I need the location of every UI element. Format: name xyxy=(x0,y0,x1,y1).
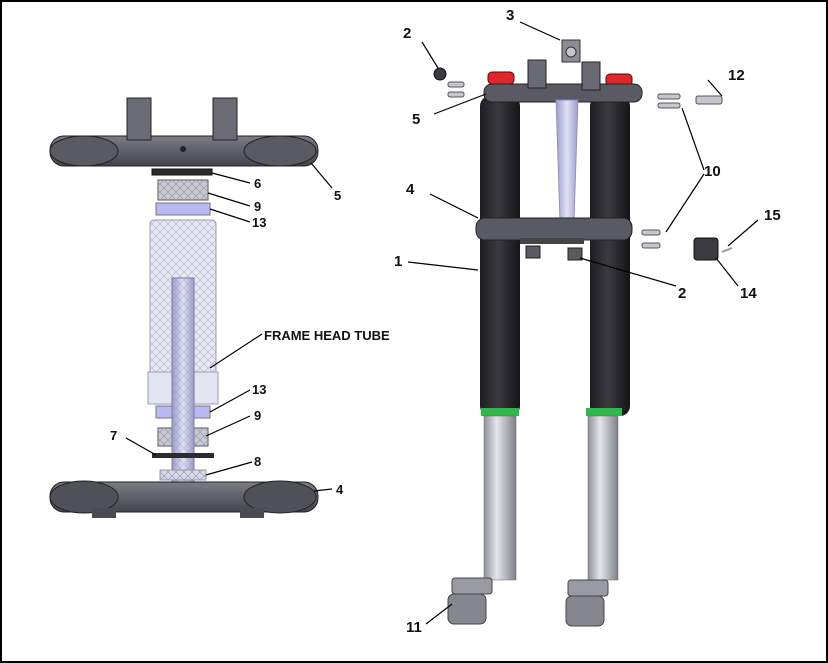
fork-leg-left xyxy=(480,96,520,581)
lower-triple-clamp-assembled xyxy=(475,217,633,244)
fork-leg-right xyxy=(586,96,630,581)
callout-1: 1 xyxy=(394,253,402,270)
bolts-lower-clamp xyxy=(641,229,661,249)
nut-2-top xyxy=(433,67,447,81)
callout-10: 10 xyxy=(704,163,721,180)
steering-stem xyxy=(171,277,195,489)
pinch-nuts-2-lower xyxy=(525,245,583,261)
callout-12: 12 xyxy=(728,67,745,84)
fork-cap-red-left xyxy=(487,71,515,85)
callout-13-upper: 13 xyxy=(252,215,266,230)
callout-9-lower: 9 xyxy=(254,408,261,423)
upper-bearing-9 xyxy=(157,179,209,201)
lower-triple-clamp-exploded xyxy=(49,480,319,518)
stem-nut-3 xyxy=(561,39,581,63)
lower-seal-8 xyxy=(159,469,207,481)
callout-2-top: 2 xyxy=(403,25,411,42)
bolt-12 xyxy=(695,95,723,105)
axle-clamp-11-left xyxy=(447,577,493,625)
clip-14 xyxy=(693,237,719,261)
callout-labels: 5 6 9 13 FRAME HEAD TUBE 13 9 7 8 4 2 3 … xyxy=(110,7,781,636)
callout-6: 6 xyxy=(254,176,261,191)
upper-triple-clamp-assembled xyxy=(483,59,643,103)
screw-15 xyxy=(721,247,733,253)
callout-2-lower: 2 xyxy=(678,285,686,302)
leader-lines xyxy=(125,21,759,625)
callout-5-right: 5 xyxy=(412,111,420,128)
callout-14: 14 xyxy=(740,285,757,302)
upper-race-13 xyxy=(155,202,211,216)
upper-triple-clamp-exploded xyxy=(49,97,319,167)
callout-5-left: 5 xyxy=(334,188,341,203)
callout-13-lower: 13 xyxy=(252,382,266,397)
callout-8: 8 xyxy=(254,454,261,469)
bearing-seal-6 xyxy=(151,168,213,176)
callout-7: 7 xyxy=(110,428,117,443)
callout-15: 15 xyxy=(764,207,781,224)
callout-9-upper: 9 xyxy=(254,199,261,214)
callout-4-left: 4 xyxy=(336,482,344,497)
axle-clamp-11-right xyxy=(565,579,609,627)
callout-3: 3 xyxy=(506,7,514,24)
dust-seal-7 xyxy=(152,453,214,458)
steering-stem-assembled xyxy=(555,99,579,223)
frame-head-tube-label: FRAME HEAD TUBE xyxy=(264,328,390,343)
bolts-upper-clamp xyxy=(447,81,681,109)
callout-4-right: 4 xyxy=(406,181,415,198)
callout-11: 11 xyxy=(406,619,422,636)
